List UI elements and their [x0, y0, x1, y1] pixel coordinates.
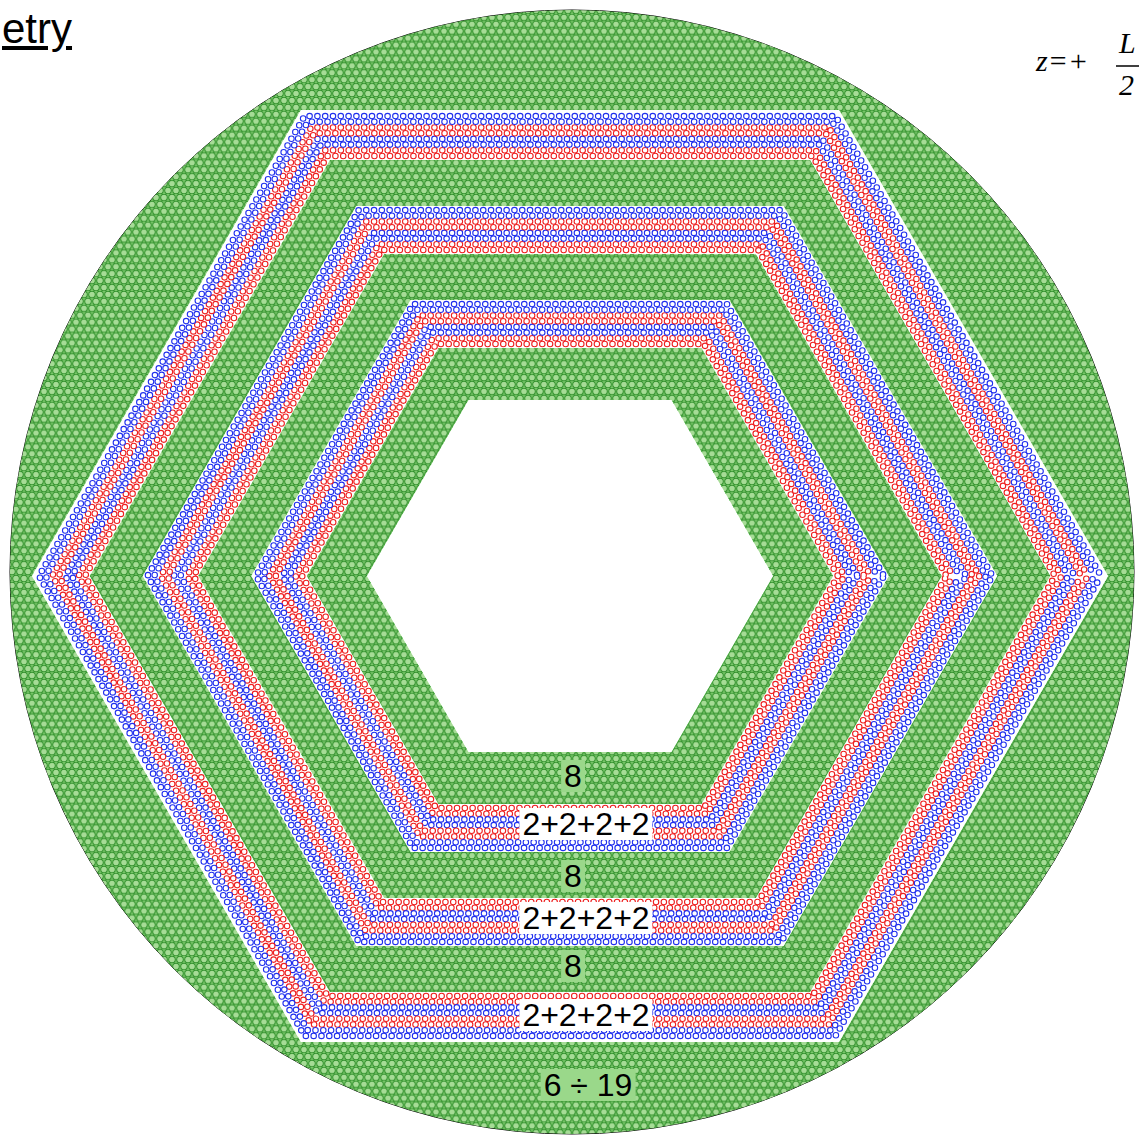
stereo-tube-row [148, 210, 993, 942]
stereo-layer-gap [32, 110, 1108, 1042]
stereo-tube-row [161, 222, 980, 931]
stereo-tube-row [59, 133, 1082, 1019]
stereo-tube-row [59, 133, 1082, 1019]
stereo-tube-row [148, 210, 993, 942]
title: etry [2, 8, 72, 50]
stereo-tube-row [46, 122, 1095, 1030]
stereo-layer-gap [143, 206, 997, 946]
stereo-tube-row [39, 116, 1101, 1036]
formula-text: z=+ [1036, 46, 1088, 76]
layer-count: 2+2+2+2 [519, 808, 652, 840]
stereo-tube-row [256, 304, 884, 848]
stereo-layer-gap [251, 300, 888, 852]
stereo-tube-row [256, 304, 884, 848]
stereo-tube-row [161, 222, 980, 931]
layer-count: 8 [561, 860, 585, 892]
layer-count: 6 ÷ 19 [541, 1069, 636, 1101]
fraction-bar [1116, 65, 1139, 67]
stereo-tube-row [154, 216, 986, 936]
stereo-tube-row [263, 310, 878, 842]
stereo-tube-row [52, 128, 1088, 1025]
layer-count: 2+2+2+2 [519, 902, 652, 934]
layer-count: 8 [561, 760, 585, 792]
stereo-tube-row [154, 216, 986, 936]
stereo-tube-row [52, 128, 1088, 1025]
formula-text: 2 [1119, 70, 1134, 100]
stereo-tube-row [46, 122, 1095, 1030]
layer-count: 8 [561, 950, 585, 982]
formula-text: L [1119, 28, 1136, 58]
layer-count: 2+2+2+2 [519, 999, 652, 1031]
stereo-tube-row [263, 310, 878, 842]
stereo-tube-row [39, 116, 1101, 1036]
